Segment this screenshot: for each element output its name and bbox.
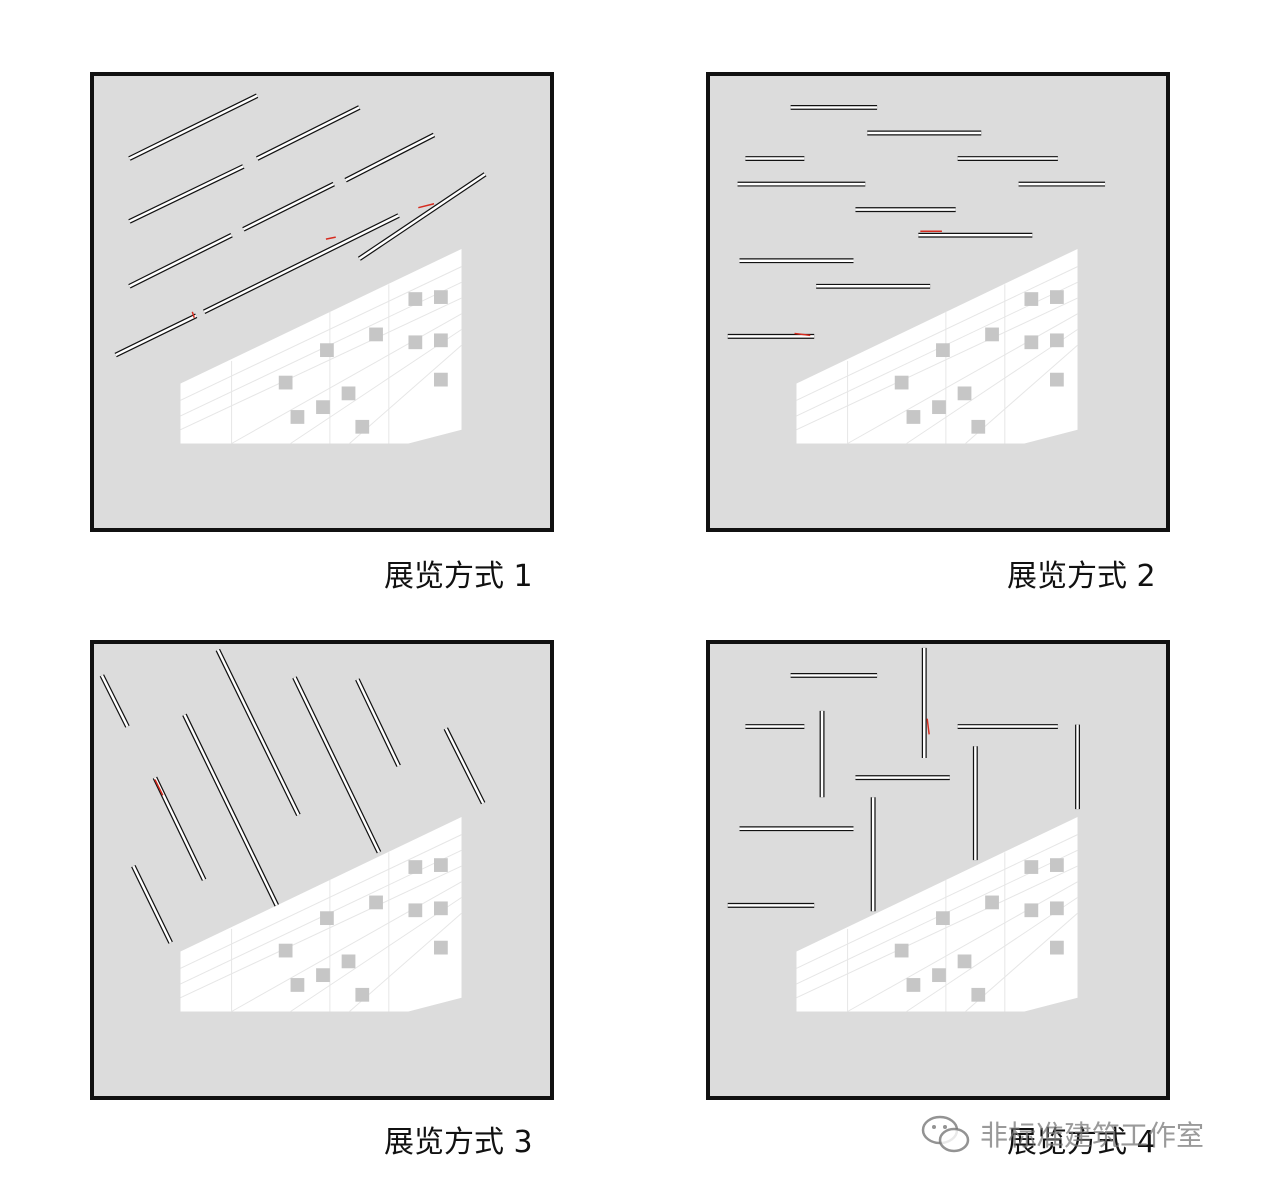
red-markers — [191, 203, 435, 318]
building-footprint — [796, 248, 1078, 444]
building-footprint — [796, 816, 1078, 1012]
exhibition-walls-inner — [115, 94, 486, 357]
exhibition-walls-inner — [727, 106, 1106, 338]
exhibition-walls-inner — [100, 649, 485, 944]
panel-4-drawing — [727, 647, 1080, 1012]
panel-1 — [90, 72, 554, 532]
panel-3 — [90, 640, 554, 1100]
panel-2-drawing — [727, 104, 1106, 444]
watermark: 非标准建筑工作室 — [920, 1112, 1204, 1156]
building-footprint — [180, 816, 462, 1012]
exhibition-walls-inner — [727, 647, 1079, 912]
panel-3-drawing — [99, 648, 486, 1012]
panel-3-caption: 展览方式 3 — [384, 1125, 533, 1160]
watermark-text: 非标准建筑工作室 — [980, 1119, 1205, 1152]
panel-4-caption: 展览方式 4 — [1007, 1125, 1156, 1160]
panel-2-caption: 展览方式 2 — [1007, 559, 1156, 594]
panel-1-drawing — [114, 93, 487, 444]
red-markers — [926, 718, 930, 735]
panel-2 — [706, 72, 1170, 532]
red-markers — [794, 230, 942, 337]
building-footprint — [180, 248, 462, 444]
wechat-icon — [921, 1115, 970, 1153]
panel-1-caption: 展览方式 1 — [384, 559, 533, 594]
red-markers — [154, 779, 164, 796]
panel-4 — [706, 640, 1170, 1100]
